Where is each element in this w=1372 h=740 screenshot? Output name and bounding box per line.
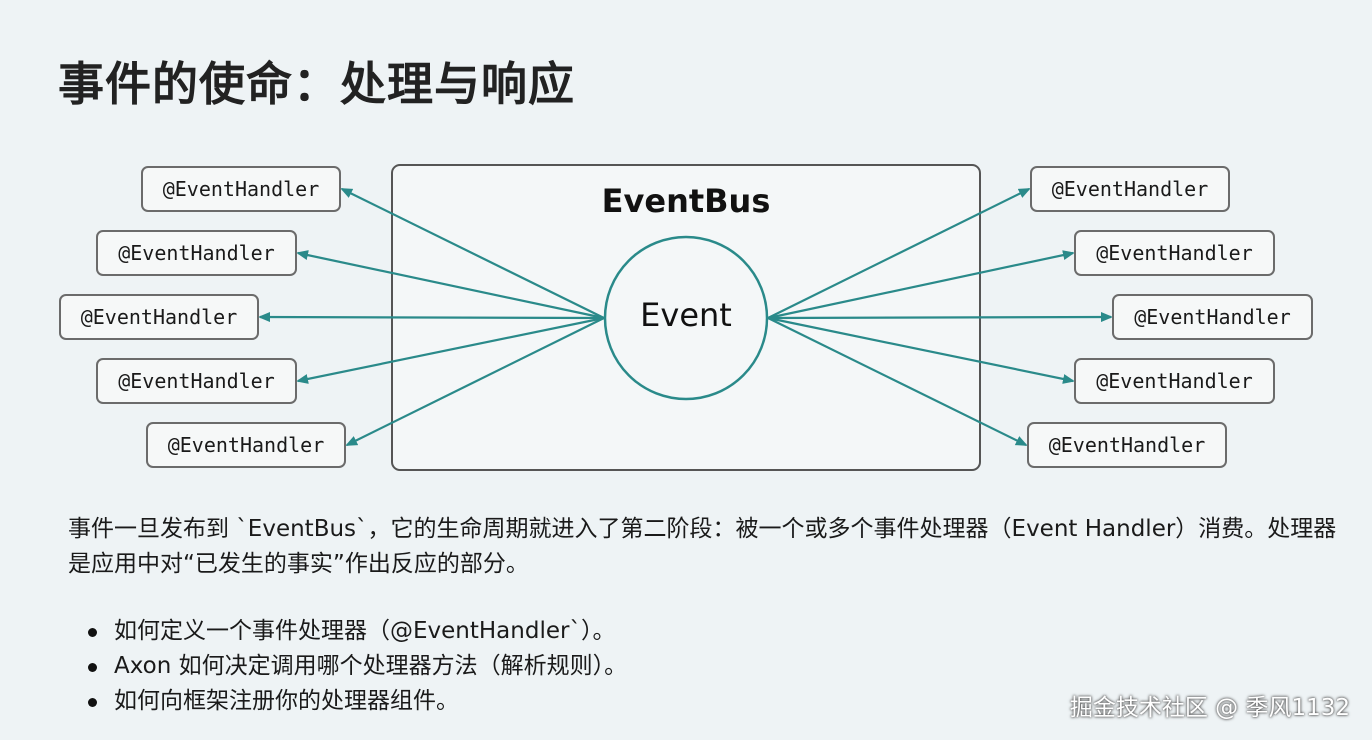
arrow-right-4 xyxy=(767,316,1075,384)
arrow-right-2 xyxy=(767,250,1075,320)
event-circle xyxy=(603,235,769,401)
bullet-item: 如何定义一个事件处理器（@EventHandler`）。 xyxy=(88,614,627,649)
handler-left-4: @EventHandler xyxy=(96,358,297,404)
bullet-item: 如何向框架注册你的处理器组件。 xyxy=(88,684,627,719)
arrows-group xyxy=(258,188,1113,446)
arrow-left-4 xyxy=(296,316,605,384)
arrow-right-1 xyxy=(767,188,1031,319)
handler-right-1: @EventHandler xyxy=(1030,166,1230,212)
handler-right-4: @EventHandler xyxy=(1074,358,1275,404)
event-label: Event xyxy=(640,296,732,334)
handler-left-5: @EventHandler xyxy=(146,422,346,468)
bullet-list: 如何定义一个事件处理器（@EventHandler`）。 Axon 如何决定调用… xyxy=(88,614,627,719)
handler-left-1: @EventHandler xyxy=(141,166,341,212)
handler-left-2: @EventHandler xyxy=(96,230,297,276)
arrow-right-3 xyxy=(767,312,1113,323)
handler-right-5: @EventHandler xyxy=(1027,422,1227,468)
arrow-left-2 xyxy=(296,250,605,320)
handler-right-3: @EventHandler xyxy=(1112,294,1313,340)
page-title: 事件的使命：处理与响应 xyxy=(58,57,575,111)
arrow-left-3 xyxy=(258,312,605,323)
eventbus-label: EventBus xyxy=(601,182,771,220)
handler-left-3: @EventHandler xyxy=(59,294,259,340)
arrow-left-5 xyxy=(345,317,605,446)
arrow-right-5 xyxy=(767,317,1028,446)
arrow-left-1 xyxy=(340,188,605,319)
intro-paragraph: 事件一旦发布到 `EventBus`，它的生命周期就进入了第二阶段：被一个或多个… xyxy=(68,516,1337,577)
handler-right-2: @EventHandler xyxy=(1074,230,1275,276)
bullet-item: Axon 如何决定调用哪个处理器方法（解析规则）。 xyxy=(88,649,627,684)
watermark: 掘金技术社区 @ 季风1132 xyxy=(1069,695,1350,721)
